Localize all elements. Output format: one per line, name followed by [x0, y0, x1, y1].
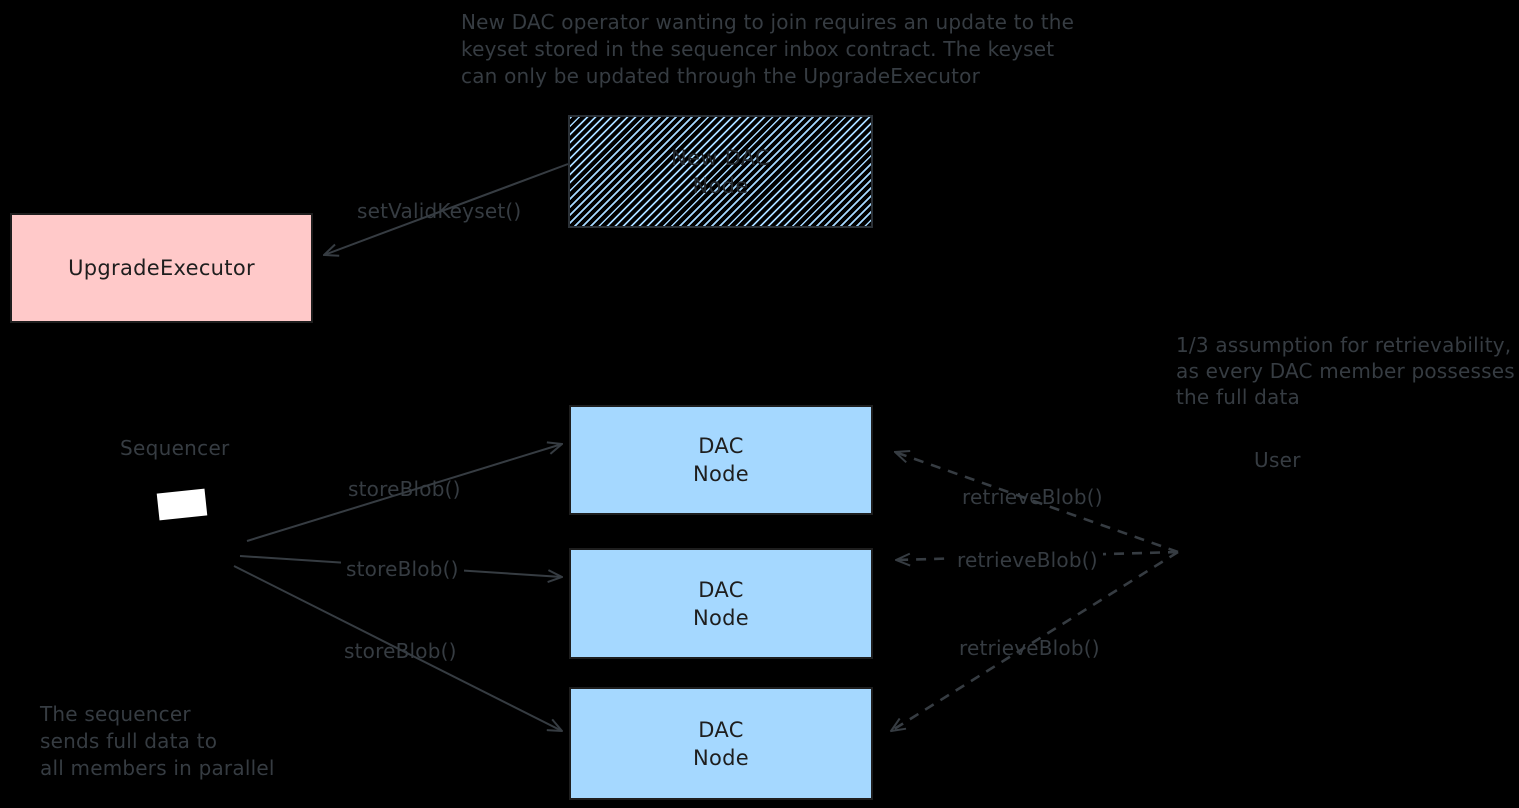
box-new-dac-node-label: New DAC Node	[670, 145, 771, 198]
box-dac-node-1-label: DAC Node	[692, 434, 749, 486]
note-retrievability-assumption: 1/3 assumption for retrievability, as ev…	[1176, 333, 1515, 409]
box-dac-node-2-label: DAC Node	[692, 577, 749, 630]
box-upgrade-executor: UpgradeExecutor	[10, 213, 313, 323]
box-upgrade-executor-label: UpgradeExecutor	[68, 256, 255, 280]
box-new-dac-node: New DAC Node	[568, 115, 873, 228]
box-dac-node-1: DAC Node	[569, 405, 873, 515]
note-sequencer-parallel: The sequencer sends full data to all mem…	[40, 702, 275, 780]
note-keyset-update: New DAC operator wanting to join require…	[461, 10, 1075, 88]
edge-label-retrieve-blob-1: retrieveBlob()	[962, 485, 1103, 509]
box-dac-node-3-label: DAC Node	[692, 717, 749, 770]
edge-label-store-blob-2: storeBlob()	[341, 556, 464, 582]
edge-label-retrieve-blob-3: retrieveBlob()	[959, 636, 1100, 660]
edge-label-set-valid-keyset: setValidKeyset()	[357, 199, 522, 223]
box-dac-node-2: DAC Node	[569, 548, 873, 659]
edge-label-store-blob-1: storeBlob()	[348, 477, 461, 501]
edge-label-store-blob-3: storeBlob()	[344, 639, 457, 663]
user-label: User	[1254, 448, 1301, 472]
edge-label-retrieve-blob-2: retrieveBlob()	[952, 547, 1103, 573]
sequencer-label: Sequencer	[120, 436, 230, 460]
sequencer-screen-shape	[156, 488, 208, 521]
box-dac-node-3: DAC Node	[569, 687, 873, 800]
